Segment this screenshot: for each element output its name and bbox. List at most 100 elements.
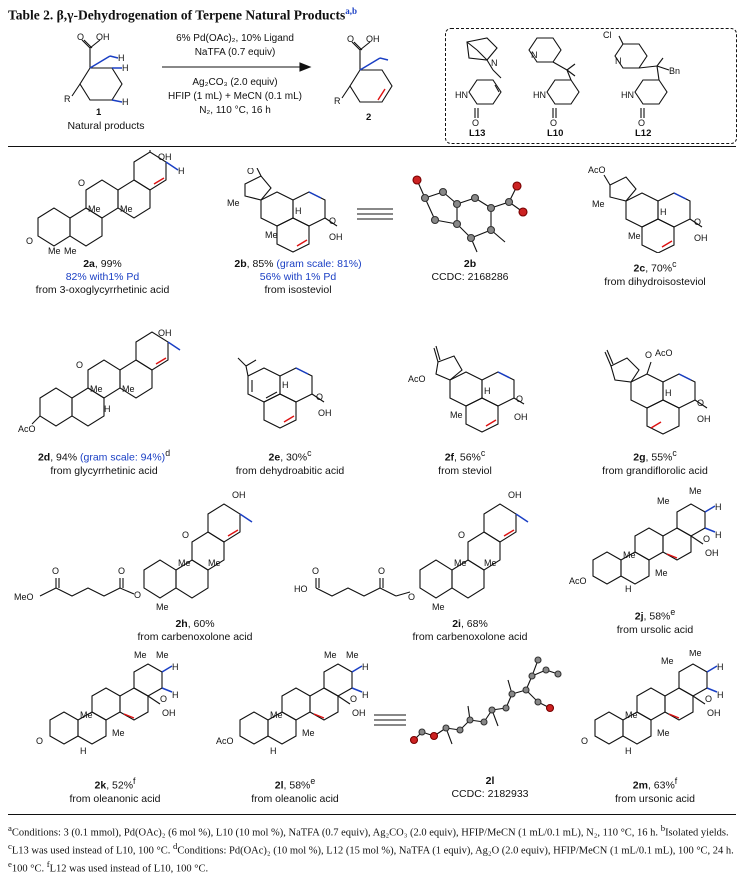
o-label: O (182, 530, 189, 540)
me-label: Me (120, 204, 133, 214)
entry-source: from dihydroisosteviol (604, 275, 706, 288)
entry-footnote-mark: c (672, 448, 677, 458)
me-label: Me (302, 728, 315, 738)
oh-label: OH (694, 233, 708, 243)
h-label: H (172, 662, 179, 672)
o-label: O (638, 118, 645, 128)
entry-yield: , 85% (246, 258, 277, 270)
entry-source: from glycyrrhetinic acid (50, 464, 158, 477)
h-label: H (270, 746, 277, 756)
aco-label: AcO (408, 374, 426, 384)
entry-id: 2a (83, 258, 95, 270)
me-label: Me (450, 410, 463, 420)
entry-note: 82% with1% Pd (65, 271, 140, 283)
footnote-f: L12 was used instead of L10, 100 °C. (49, 863, 209, 875)
entry-source: from grandiflorolic acid (602, 464, 708, 477)
entry-source: from steviol (438, 464, 492, 477)
structure-2e: O OH H (237, 357, 332, 429)
entry-footnote-mark: e (310, 776, 316, 786)
product-structure: OH O R 2 (334, 34, 393, 123)
oh-label: OH (508, 490, 522, 500)
structure-2f: AcO Me H O OH (408, 345, 528, 433)
o-label: O (703, 534, 710, 544)
n-label: N (615, 56, 622, 66)
caption-2j: 2j, 58%e from ursolic acid (595, 606, 715, 637)
substrate-number: 1 (96, 107, 102, 118)
caption-2b-crystal: 2b CCDC: 2168286 (410, 258, 530, 284)
o-label: O (312, 566, 319, 576)
o-label: O (316, 392, 323, 402)
product-number: 2 (366, 112, 371, 123)
entry-note: (gram scale: 81%) (276, 258, 362, 270)
me-label: Me (64, 246, 77, 255)
oh-label: OH (366, 34, 380, 44)
entry-id: 2f (444, 451, 455, 464)
me-label: Me (689, 650, 702, 658)
crystal-structure-2l (409, 656, 562, 745)
entry-yield: , 99% (94, 258, 122, 270)
o-label: O (408, 592, 415, 602)
footnote-a: Conditions: 3 (0.1 mmol), Pd(OAc)₂ (6 mo… (11, 827, 659, 839)
me-label: Me (112, 728, 125, 738)
oh-label: OH (697, 414, 711, 424)
h-label: H (122, 63, 129, 73)
o-label: O (694, 217, 701, 227)
o-label: O (26, 236, 33, 246)
structure-2l: AcO Me Me H H O OH Me Me H (216, 650, 369, 756)
reaction-arrow (162, 62, 312, 72)
entry-yield: , 52% (106, 779, 134, 792)
crystal-structure-2b (412, 175, 528, 253)
caption-2c: 2c, 70%c from dihydroisosteviol (585, 258, 725, 289)
o-label: O (36, 736, 43, 746)
me-label: Me (156, 650, 169, 660)
o-label: O (52, 566, 59, 576)
structure-2i: HO O O O O OH Me Me Me (294, 490, 529, 612)
oh-label: OH (158, 328, 172, 338)
structure-2c: AcO Me Me H O OH (588, 165, 708, 253)
entry-source: from carbenoxolone acid (137, 631, 253, 643)
entry-id: 2b (463, 258, 477, 270)
me-label: Me (156, 602, 169, 612)
oh-label: OH (514, 412, 528, 422)
caption-2e: 2e, 30%c from dehydroabitic acid (220, 447, 360, 478)
o-label: O (350, 694, 357, 704)
caption-2h: 2h, 60% from carbenoxolone acid (120, 618, 270, 644)
aco-label: AcO (588, 165, 606, 175)
me-label: Me (80, 710, 93, 720)
r-label: R (64, 94, 71, 104)
entry-id: 2i (452, 618, 461, 630)
me-label: Me (661, 656, 674, 666)
h-label: H (80, 746, 87, 756)
entry-footnote-mark: d (165, 448, 171, 458)
bn-label: Bn (669, 66, 680, 76)
h-label: H (362, 690, 369, 700)
caption-2f: 2f, 56%c from steviol (400, 447, 530, 478)
footnotes: aConditions: 3 (0.1 mmol), Pd(OAc)₂ (6 m… (8, 823, 734, 875)
cl-label: Cl (603, 30, 612, 40)
r-label: R (334, 96, 341, 106)
h-label: H (122, 97, 129, 107)
title-superscript: a,b (345, 6, 357, 16)
entry-yield: , 68% (460, 618, 488, 630)
oh-label: OH (329, 232, 343, 242)
footnote-c: L13 was used instead of L10, 100 °C. (11, 845, 171, 857)
structure-2m: O Me Me H H O OH Me Me H (581, 650, 724, 756)
h-label: H (178, 166, 185, 176)
n-label: N (491, 58, 498, 68)
me-label: Me (208, 558, 221, 568)
entry-source: from 3-oxoglycyrrhetinic acid (35, 284, 170, 296)
me-label: Me (689, 486, 702, 496)
oh-label: OH (96, 32, 110, 42)
entry-source: from carbenoxolone acid (412, 631, 528, 643)
structure-2a: O O OH H Me Me Me Me (26, 150, 185, 255)
ccdc-number: CCDC: 2182933 (451, 788, 529, 800)
o-label: O (697, 398, 704, 408)
entry-source: from oleanolic acid (251, 792, 339, 805)
h-label: H (717, 690, 724, 700)
n-label: N (531, 50, 538, 60)
entry-yield: , 30% (280, 451, 308, 464)
table-title-text: Table 2. β,γ-Dehydrogenation of Terpene … (8, 7, 346, 23)
entry-id: 2l (485, 775, 495, 787)
caption-2a: 2a, 99% 82% with1% Pd from 3-oxoglycyrrh… (20, 258, 185, 297)
me-label: Me (623, 550, 636, 560)
